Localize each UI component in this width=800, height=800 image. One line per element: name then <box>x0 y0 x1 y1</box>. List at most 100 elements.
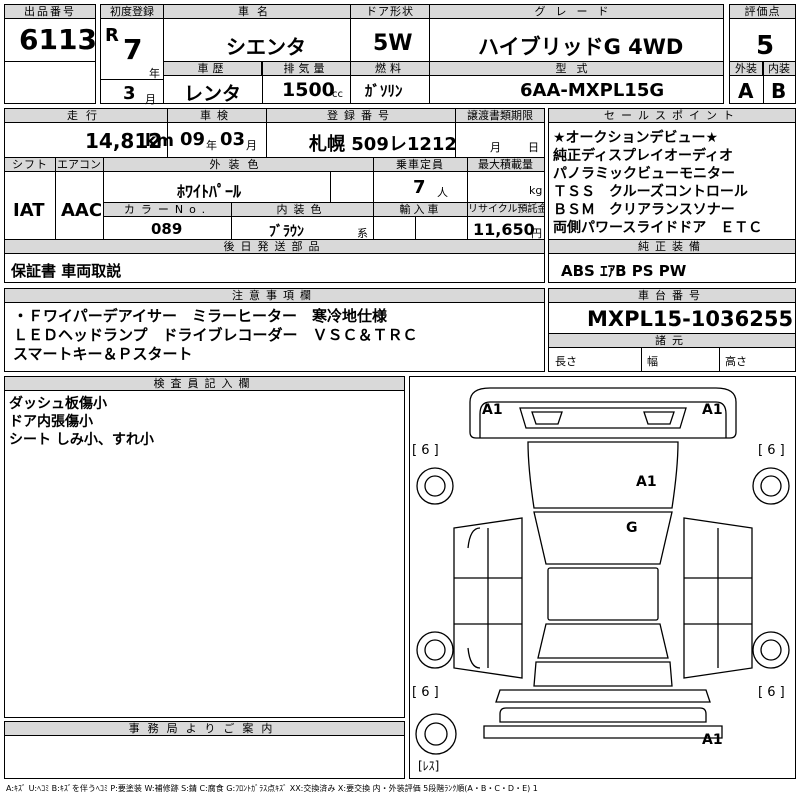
diagram-mark-front-left: A1 <box>482 402 503 418</box>
sales-point-line: ＢＳＭ クリアランスソナー <box>553 202 735 218</box>
model-label: 型式 <box>430 62 723 76</box>
later-parts-box: 後日発送部品 保証書 車両取説 <box>4 239 545 283</box>
sales-point-line: 両側パワースライドドア ＥＴＣ <box>553 220 763 236</box>
chassis-value: MXPL15-1036255 <box>587 307 794 331</box>
car-name-value: シエンタ <box>226 35 306 59</box>
specs-label: 諸元 <box>549 334 795 348</box>
inspection-box: 車検 09 年 03 月 <box>167 108 267 158</box>
ac-value: AAC <box>61 200 103 221</box>
registration-box: 登録番号 札幌 509レ1212 <box>266 108 457 158</box>
notes-line: ・Ｆワイパーデアイサー ミラーヒーター 寒冷地仕様 <box>13 307 387 325</box>
door-value: 5W <box>373 31 413 56</box>
score-box: 評価点 5 <box>729 4 796 62</box>
lot-number-label: 出品番号 <box>5 5 95 19</box>
inspection-label: 車検 <box>168 109 266 123</box>
car-damage-diagram: A1 A1 A1 G A1 [ 6 ] [ 6 ] [ 6 ] [ 6 ] [ﾚ… <box>412 387 790 773</box>
recycle-unit: 円 <box>531 227 542 240</box>
month-unit: 月 <box>145 93 156 106</box>
lot-number-lower <box>4 61 96 104</box>
first-reg-box: 初度登録 R 7 年 3 月 <box>100 4 164 106</box>
car-name-label: 車名 <box>164 5 350 19</box>
door-box: ドア形状 5W <box>350 4 430 62</box>
capacity-label: 乗車定員 <box>373 158 467 172</box>
inspector-line: シート しみ小、すれ小 <box>9 432 154 448</box>
color-no-label: カラーNo. <box>104 203 231 217</box>
fuel-value: ｶﾞｿﾘﾝ <box>365 82 403 100</box>
load-unit: kg <box>529 184 543 197</box>
history-label: 車歴 <box>164 62 262 76</box>
color-value: ﾎﾜｲﾄﾊﾟｰﾙ <box>177 182 242 201</box>
history-box: 車歴 排気量 レンタ 1500 cc <box>163 61 351 105</box>
model-value: 6AA-MXPL15G <box>520 80 665 101</box>
year-unit: 年 <box>149 67 160 80</box>
sales-point-line: ★オークションデビュー★ <box>553 130 719 146</box>
first-reg-year: 7 <box>123 33 143 66</box>
mileage-box: 走行 14,812 km <box>4 108 174 158</box>
color-label: 外装色 <box>103 158 373 172</box>
displacement-value: 1500 <box>282 79 335 101</box>
capacity-value: 7 <box>413 177 426 198</box>
sales-points-label: セールスポイント <box>549 109 795 123</box>
transfer-day-unit: 日 <box>528 141 539 154</box>
inspection-month: 03 <box>220 129 246 150</box>
int-label: 内装 <box>763 62 795 76</box>
lot-number-box: 出品番号 6113 <box>4 4 97 62</box>
diagram-mark-front-right: A1 <box>702 402 723 418</box>
era-prefix: R <box>105 25 119 46</box>
grade-box: グレード ハイブリッドG 4WD <box>429 4 724 62</box>
model-box: 型式 6AA-MXPL15G <box>429 61 724 104</box>
displacement-unit: cc <box>332 89 343 100</box>
chassis-label: 車台番号 <box>549 289 795 303</box>
tire-label-rr: [ 6 ] <box>758 685 785 700</box>
notes-label: 注意事項欄 <box>5 289 544 303</box>
mileage-value: 14,812 <box>85 129 163 153</box>
diagram-mark-rear: A1 <box>702 732 723 748</box>
spec-block: シフト エアコン 外装色 乗車定員 最大積載量 IAT AAC ﾎﾜｲﾄﾊﾟｰﾙ… <box>4 157 545 240</box>
inspector-box: 検査員記入欄 ダッシュ板傷小ドア内張傷小シート しみ小、すれ小 <box>4 376 405 718</box>
interior-color-label: 内装色 <box>231 203 373 217</box>
score-value: 5 <box>756 31 775 61</box>
office-box: 事務局よりご案内 <box>4 721 405 779</box>
tire-label-rl: [ 6 ] <box>412 685 439 700</box>
grade-value: ハイブリッドG 4WD <box>478 35 684 59</box>
color-no-value: 089 <box>151 220 183 238</box>
interior-color-unit: 系 <box>357 227 368 240</box>
inspector-label: 検査員記入欄 <box>5 377 404 391</box>
damage-diagram-box <box>409 376 796 779</box>
registration-value: 札幌 509レ1212 <box>309 134 457 155</box>
later-parts-value: 保証書 車両取説 <box>11 262 122 280</box>
mileage-unit: km <box>145 131 175 151</box>
fuel-box: 燃料 ｶﾞｿﾘﾝ <box>350 61 430 104</box>
ac-label: エアコン <box>55 158 103 172</box>
spare-label: [ﾚｽ] <box>418 759 439 773</box>
tire-label-fl: [ 6 ] <box>412 443 439 458</box>
inspection-year-unit: 年 <box>206 139 217 152</box>
first-reg-month: 3 <box>123 83 136 104</box>
diagram-mark-hood: A1 <box>636 474 657 490</box>
mileage-label: 走行 <box>5 109 167 123</box>
displacement-label: 排気量 <box>262 62 350 76</box>
transfer-label: 譲渡書類期限 <box>456 109 544 123</box>
shift-label: シフト <box>5 158 55 172</box>
history-value: レンタ <box>184 83 242 105</box>
equipment-value: ABS ｴｱB PS PW <box>561 262 687 280</box>
sales-point-line: パノラミックビューモニター <box>553 166 735 182</box>
load-label: 最大積載量 <box>467 158 544 172</box>
legend: A:ｷｽﾞ U:ﾍｺﾐ B:ｷｽﾞを伴うﾍｺﾐ P:要塗装 W:補修跡 S:錆 … <box>6 784 538 793</box>
lot-number-value: 6113 <box>19 23 97 56</box>
interior-color-value: ﾌﾞﾗｳﾝ <box>269 224 304 240</box>
grade-label: グレード <box>430 5 723 19</box>
inspector-list: ダッシュ板傷小ドア内張傷小シート しみ小、すれ小 <box>9 395 154 449</box>
length-label: 長さ <box>555 355 577 368</box>
door-label: ドア形状 <box>351 5 429 19</box>
notes-line: スマートキー＆Ｐスタート <box>13 345 193 363</box>
inspector-line: ドア内張傷小 <box>9 414 93 430</box>
inspection-month-unit: 月 <box>246 139 257 152</box>
fuel-label: 燃料 <box>351 62 429 76</box>
import-label: 輸入車 <box>374 203 467 217</box>
capacity-unit: 人 <box>437 186 448 199</box>
recycle-value: 11,650 <box>473 220 535 239</box>
later-parts-label: 後日発送部品 <box>5 240 544 254</box>
